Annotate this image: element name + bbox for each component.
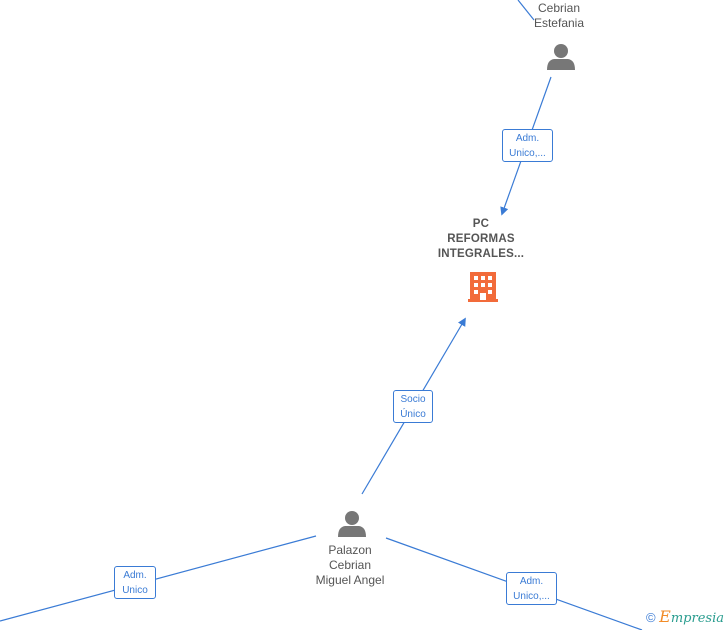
company-name-line-2: REFORMAS bbox=[447, 233, 515, 245]
relation-right-line-2: Unico,... bbox=[513, 590, 550, 602]
bottom-person-label[interactable]: Palazon Cebrian Miguel Angel bbox=[300, 543, 400, 588]
relation-box-top[interactable]: Adm. Unico,... bbox=[502, 129, 553, 162]
bottom-person-name-line-2: Cebrian bbox=[328, 558, 372, 572]
bottom-person-icon[interactable] bbox=[338, 511, 366, 537]
company-name-line-1: PC bbox=[472, 218, 490, 230]
relation-socio-line-2: Único bbox=[400, 408, 426, 420]
empresia-logo: Empresia bbox=[659, 607, 724, 626]
company-name-line-3: INTEGRALES... bbox=[437, 248, 525, 260]
copyright-icon: © bbox=[645, 610, 656, 625]
relation-left-line-1: Adm. bbox=[123, 569, 147, 581]
top-person-name-line-1: Cebrian bbox=[537, 1, 581, 15]
relation-box-right[interactable]: Adm. Unico,... bbox=[506, 572, 557, 605]
relation-top-line-2: Unico,... bbox=[509, 147, 546, 159]
edge-top-offscreen bbox=[517, 0, 535, 21]
relation-top-line-1: Adm. bbox=[515, 132, 540, 144]
relation-socio-line-1: Socio bbox=[400, 393, 426, 405]
empresia-watermark: © Empresia bbox=[646, 607, 724, 626]
relation-box-left[interactable]: Adm. Unico bbox=[114, 566, 156, 599]
edge-left bbox=[0, 535, 317, 622]
building-icon[interactable] bbox=[468, 272, 498, 302]
top-person-name-line-2: Estefania bbox=[533, 16, 585, 30]
relation-left-line-2: Unico bbox=[122, 584, 148, 596]
company-label[interactable]: PC REFORMAS INTEGRALES... bbox=[421, 217, 541, 262]
bottom-person-name-line-3: Miguel Angel bbox=[315, 573, 385, 587]
empresia-logo-text: mpresia bbox=[670, 611, 724, 626]
top-person-label[interactable]: Cebrian Estefania bbox=[511, 1, 607, 31]
bottom-person-name-line-1: Palazon bbox=[328, 543, 372, 557]
top-person-icon[interactable] bbox=[547, 44, 575, 70]
relation-box-socio[interactable]: Socio Único bbox=[393, 390, 433, 423]
relation-right-line-1: Adm. bbox=[519, 575, 544, 587]
empresia-logo-initial: E bbox=[659, 607, 671, 626]
